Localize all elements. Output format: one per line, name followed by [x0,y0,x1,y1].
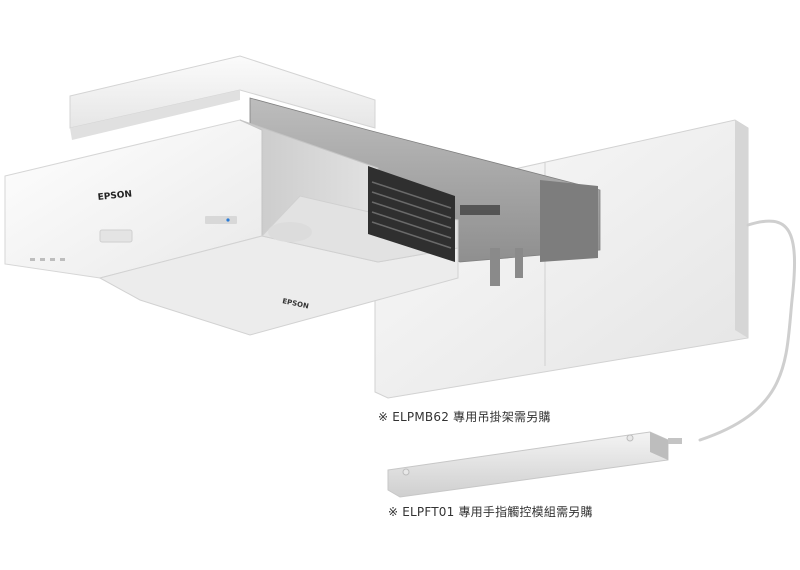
brand-logo-front: EPSON [97,189,132,203]
caption-touch-module-accessory: ※ ELPFT01 專用手指觸控模組需另購 [388,505,593,519]
cable [698,219,796,442]
status-lights [30,258,65,261]
indicator-light [226,218,230,222]
caption-mount-accessory: ※ ELPMB62 專用吊掛架需另購 [378,410,551,424]
top-mount-plate [69,55,376,140]
bracket-arm [249,97,601,286]
projector-body: EPSON EPSON [4,119,459,336]
vent-grille [368,166,455,262]
touch-module [387,431,682,498]
front-lens-cover [99,229,133,243]
speaker-grille [268,222,312,242]
indicator-panel [205,216,237,224]
